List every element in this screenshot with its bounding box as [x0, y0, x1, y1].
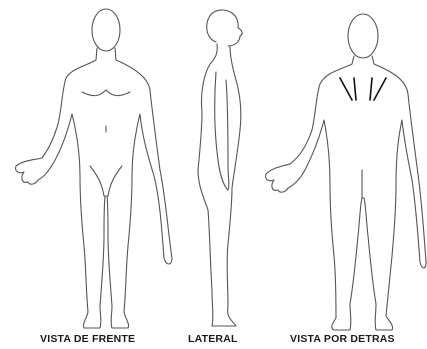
front-view-figure: [16, 9, 172, 328]
side-arm: [215, 72, 229, 190]
front-view-label: VISTA DE FRENTE: [40, 333, 135, 345]
back-head: [348, 14, 378, 58]
front-head: [92, 9, 120, 51]
side-view-label: LATERAL: [188, 333, 238, 345]
side-view-figure: [198, 10, 242, 326]
back-view-figure: [266, 14, 426, 330]
side-head: [207, 10, 242, 46]
back-shoulder-blade-marks: [340, 78, 386, 100]
side-body-outline: [198, 44, 241, 326]
front-body-outline: [16, 48, 172, 328]
front-chest-line: [82, 90, 130, 96]
back-body-outline: [266, 56, 426, 330]
back-view-label: VISTA POR DETRAS: [290, 333, 395, 345]
front-groin-lines: [90, 166, 122, 196]
